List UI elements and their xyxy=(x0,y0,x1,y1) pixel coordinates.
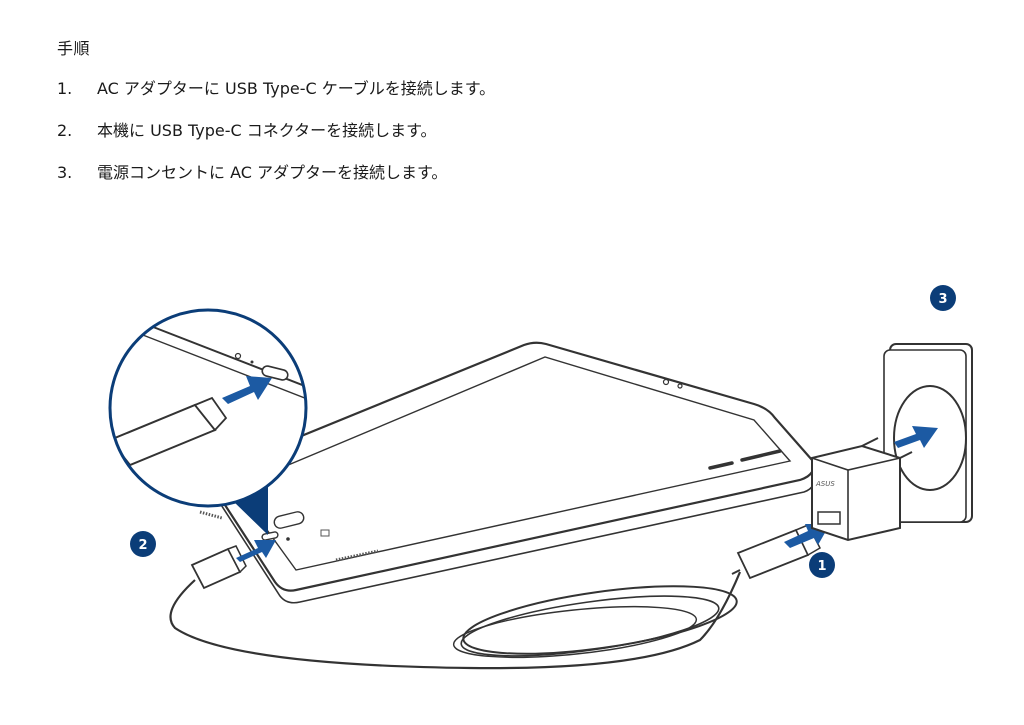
step-2-number: 2. xyxy=(57,121,73,140)
zoom-arrow xyxy=(222,376,272,404)
callout-badge-1: 1 xyxy=(809,552,835,578)
usb-c-cable xyxy=(169,524,830,670)
svg-text:2: 2 xyxy=(138,538,147,553)
callout-badge-2: 2 xyxy=(130,531,156,557)
tablet-arrow xyxy=(236,540,276,562)
adapter-usb-port xyxy=(817,511,841,525)
svg-text:3: 3 xyxy=(938,292,947,307)
volume-button xyxy=(708,461,734,470)
home-button xyxy=(273,511,305,529)
adapter-brand-label: ASUS xyxy=(815,480,835,488)
tablet-screen xyxy=(234,356,792,571)
step-2-text: 本機に USB Type-C コネクターを接続します。 xyxy=(97,121,437,140)
svg-text:1: 1 xyxy=(817,559,826,574)
step-3-number: 3. xyxy=(57,163,73,182)
tablet-usb-port xyxy=(261,531,279,541)
zoom-callout xyxy=(108,308,308,535)
ac-adapter: ASUS xyxy=(811,426,938,542)
step-3-text: 電源コンセントに AC アダプターを接続します。 xyxy=(97,163,448,182)
sensor-dot xyxy=(677,383,683,389)
step-1-text: AC アダプターに USB Type-C ケーブルを接続します。 xyxy=(97,79,496,98)
callout-badge-3: 3 xyxy=(930,285,956,311)
step-1-number: 1. xyxy=(57,79,73,98)
speaker-grille xyxy=(335,549,379,562)
outlet-arrow xyxy=(894,426,938,448)
power-button xyxy=(740,449,782,462)
procedure-heading: 手順 xyxy=(57,39,91,58)
camera-dot xyxy=(662,378,670,386)
